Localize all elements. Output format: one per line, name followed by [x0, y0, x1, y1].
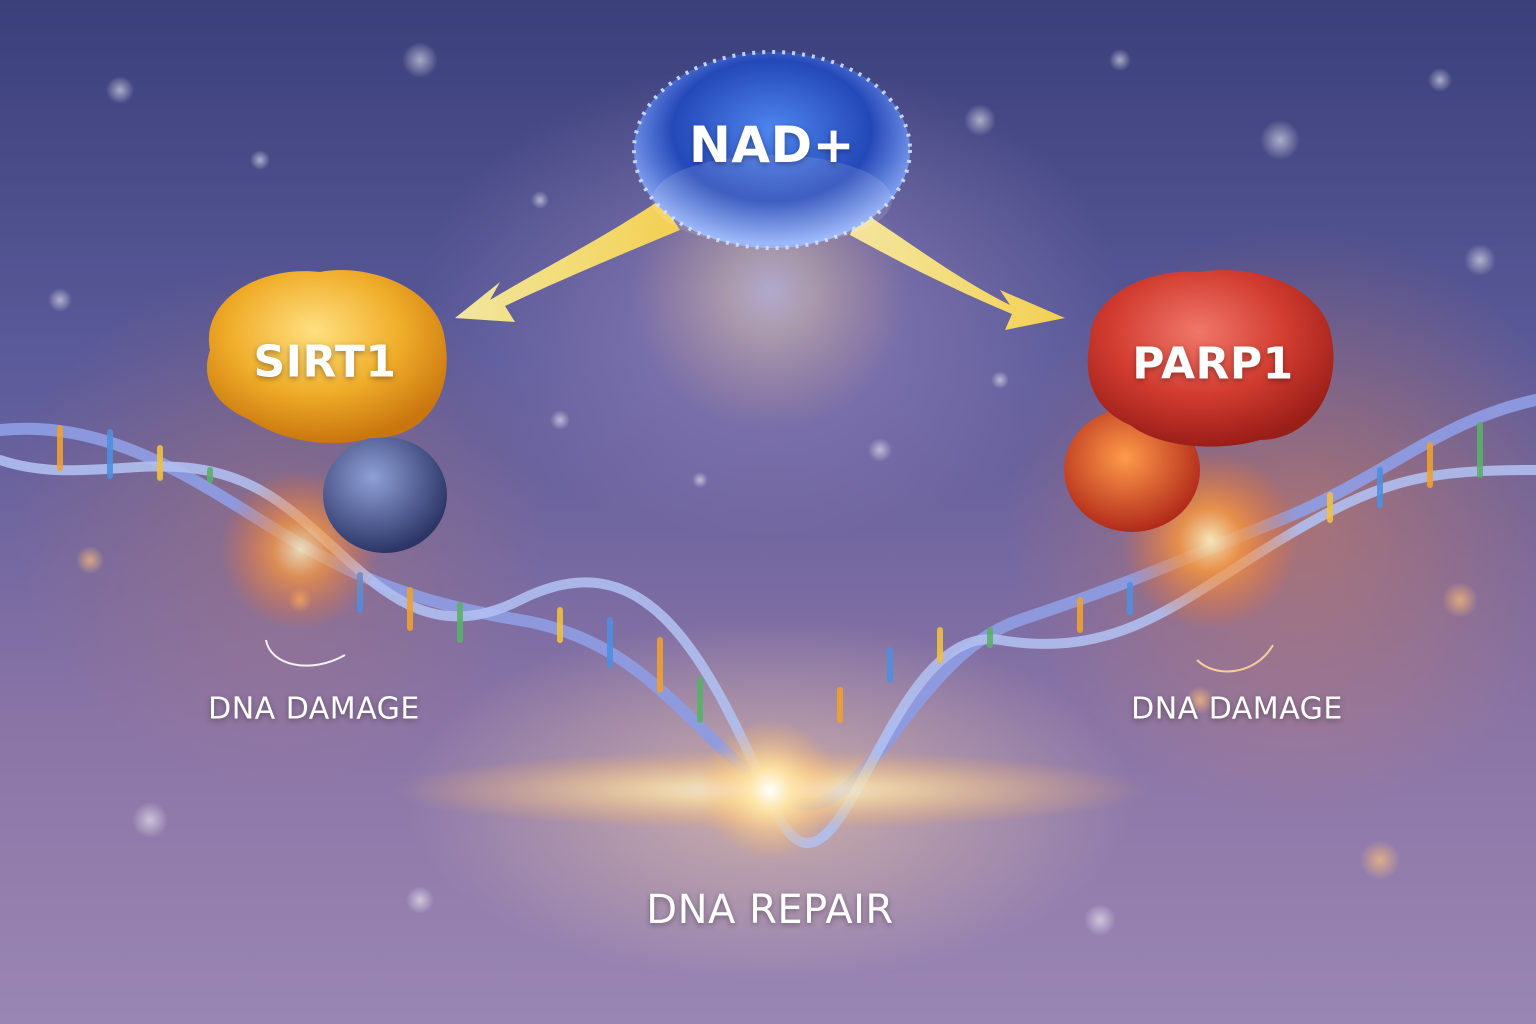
nad-molecule: [632, 50, 912, 250]
nad-label: NAD+: [689, 116, 855, 174]
sirt1-protein: [206, 269, 447, 553]
arrow-nad-to-sirt1: [455, 200, 680, 322]
dna-damage-left-label: DNA DAMAGE: [208, 691, 420, 727]
parp1-label: PARP1: [1132, 338, 1294, 390]
damage-marker-left: [265, 639, 346, 667]
sirt1-label: SIRT1: [253, 336, 397, 388]
dna-repair-label: DNA REPAIR: [646, 887, 894, 933]
dna-damage-right-label: DNA DAMAGE: [1131, 691, 1343, 727]
damage-marker-right: [1196, 644, 1274, 673]
arrow-nad-to-parp1: [850, 210, 1065, 330]
repair-flare: [700, 720, 840, 860]
parp1-protein: [1064, 269, 1334, 532]
